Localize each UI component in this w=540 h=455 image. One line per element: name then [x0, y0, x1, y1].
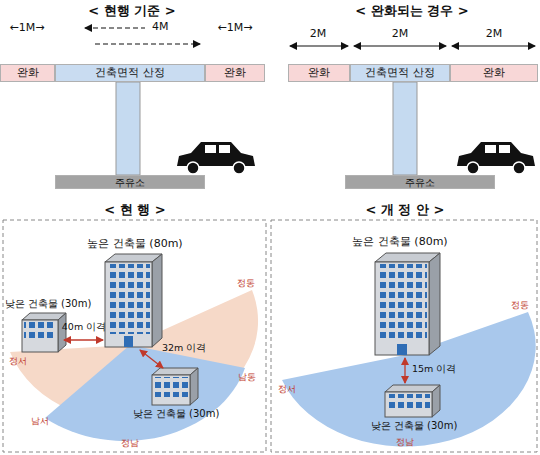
direction-label: 남서 — [31, 416, 49, 426]
low-building — [22, 313, 66, 352]
panel-heading: < 완화되는 경우 > — [355, 4, 468, 19]
canopy-segment: 건축면적 산정 — [350, 64, 450, 82]
dimension-arrow — [452, 45, 535, 46]
node-text: 완화 — [308, 67, 330, 79]
dimension-arrow — [95, 43, 200, 44]
dimension-arrow — [85, 27, 145, 28]
panel-frame — [3, 220, 266, 452]
building-label: 높은 건축물 (80m) — [352, 236, 447, 249]
canopy-segment: 건축면적 산정 — [55, 64, 205, 82]
dimension-arrow — [290, 45, 348, 46]
node-text: 건축면적 산정 — [365, 67, 435, 79]
direction-label: 정남 — [396, 437, 414, 447]
dimension-text: 4M — [152, 21, 169, 34]
dimension-text: ←1M→ — [218, 22, 253, 35]
direction-label: 정남 — [121, 438, 139, 448]
building-label: 낮은 건축물 (30m) — [371, 420, 458, 432]
distance-arrow — [404, 358, 405, 383]
canopy-segment: 완화 — [288, 64, 350, 82]
station-base: 주유소 — [345, 175, 495, 189]
panel-heading: < 현행 기준 > — [88, 4, 175, 19]
dimension-text: 2M — [486, 28, 503, 41]
canopy-pillar — [393, 82, 417, 175]
dimension-text: 2M — [310, 28, 327, 41]
canopy-segment: 완화 — [205, 64, 265, 82]
distance-label: 15m 이격 — [412, 364, 456, 375]
node-text: 주유소 — [115, 177, 145, 188]
low-building — [152, 368, 198, 405]
car-icon — [457, 142, 535, 174]
node-text: 완화 — [17, 67, 39, 79]
panel-heading: < 현 행 > — [104, 203, 165, 218]
node-text: 건축면적 산정 — [95, 67, 165, 79]
canopy-pillar — [116, 82, 140, 175]
low-building — [385, 385, 440, 417]
distance-label: 40m 이격 — [62, 322, 106, 333]
canopy-segment: 완화 — [0, 64, 55, 82]
panel-frame — [271, 220, 537, 452]
direction-label: 남동 — [238, 372, 256, 382]
station-base: 주유소 — [55, 175, 205, 189]
distance-arrow — [140, 350, 163, 368]
distance-arrow — [64, 339, 103, 340]
direction-label: 정서 — [278, 384, 296, 394]
dimension-text: 2M — [392, 28, 409, 41]
canopy-segment: 완화 — [450, 64, 538, 82]
tall-building — [375, 253, 440, 355]
node-text: 완화 — [224, 67, 246, 79]
shadow-sector — [45, 345, 245, 441]
node-text: 완화 — [483, 67, 505, 79]
direction-label: 정동 — [237, 278, 255, 288]
distance-label: 32m 이격 — [162, 343, 206, 354]
direction-label: 정서 — [9, 356, 27, 366]
panel-heading: < 개 정 안 > — [366, 203, 445, 218]
building-label: 낮은 건축물 (30m) — [5, 298, 92, 310]
node-text: 주유소 — [405, 177, 435, 188]
tall-building — [105, 254, 162, 347]
direction-label: 정동 — [511, 300, 529, 310]
car-icon — [177, 142, 255, 174]
dimension-arrow — [354, 45, 446, 46]
building-label: 높은 건축물 (80m) — [87, 238, 182, 251]
building-label: 낮은 건축물 (30m) — [133, 408, 220, 420]
dimension-text: ←1M→ — [10, 22, 45, 35]
